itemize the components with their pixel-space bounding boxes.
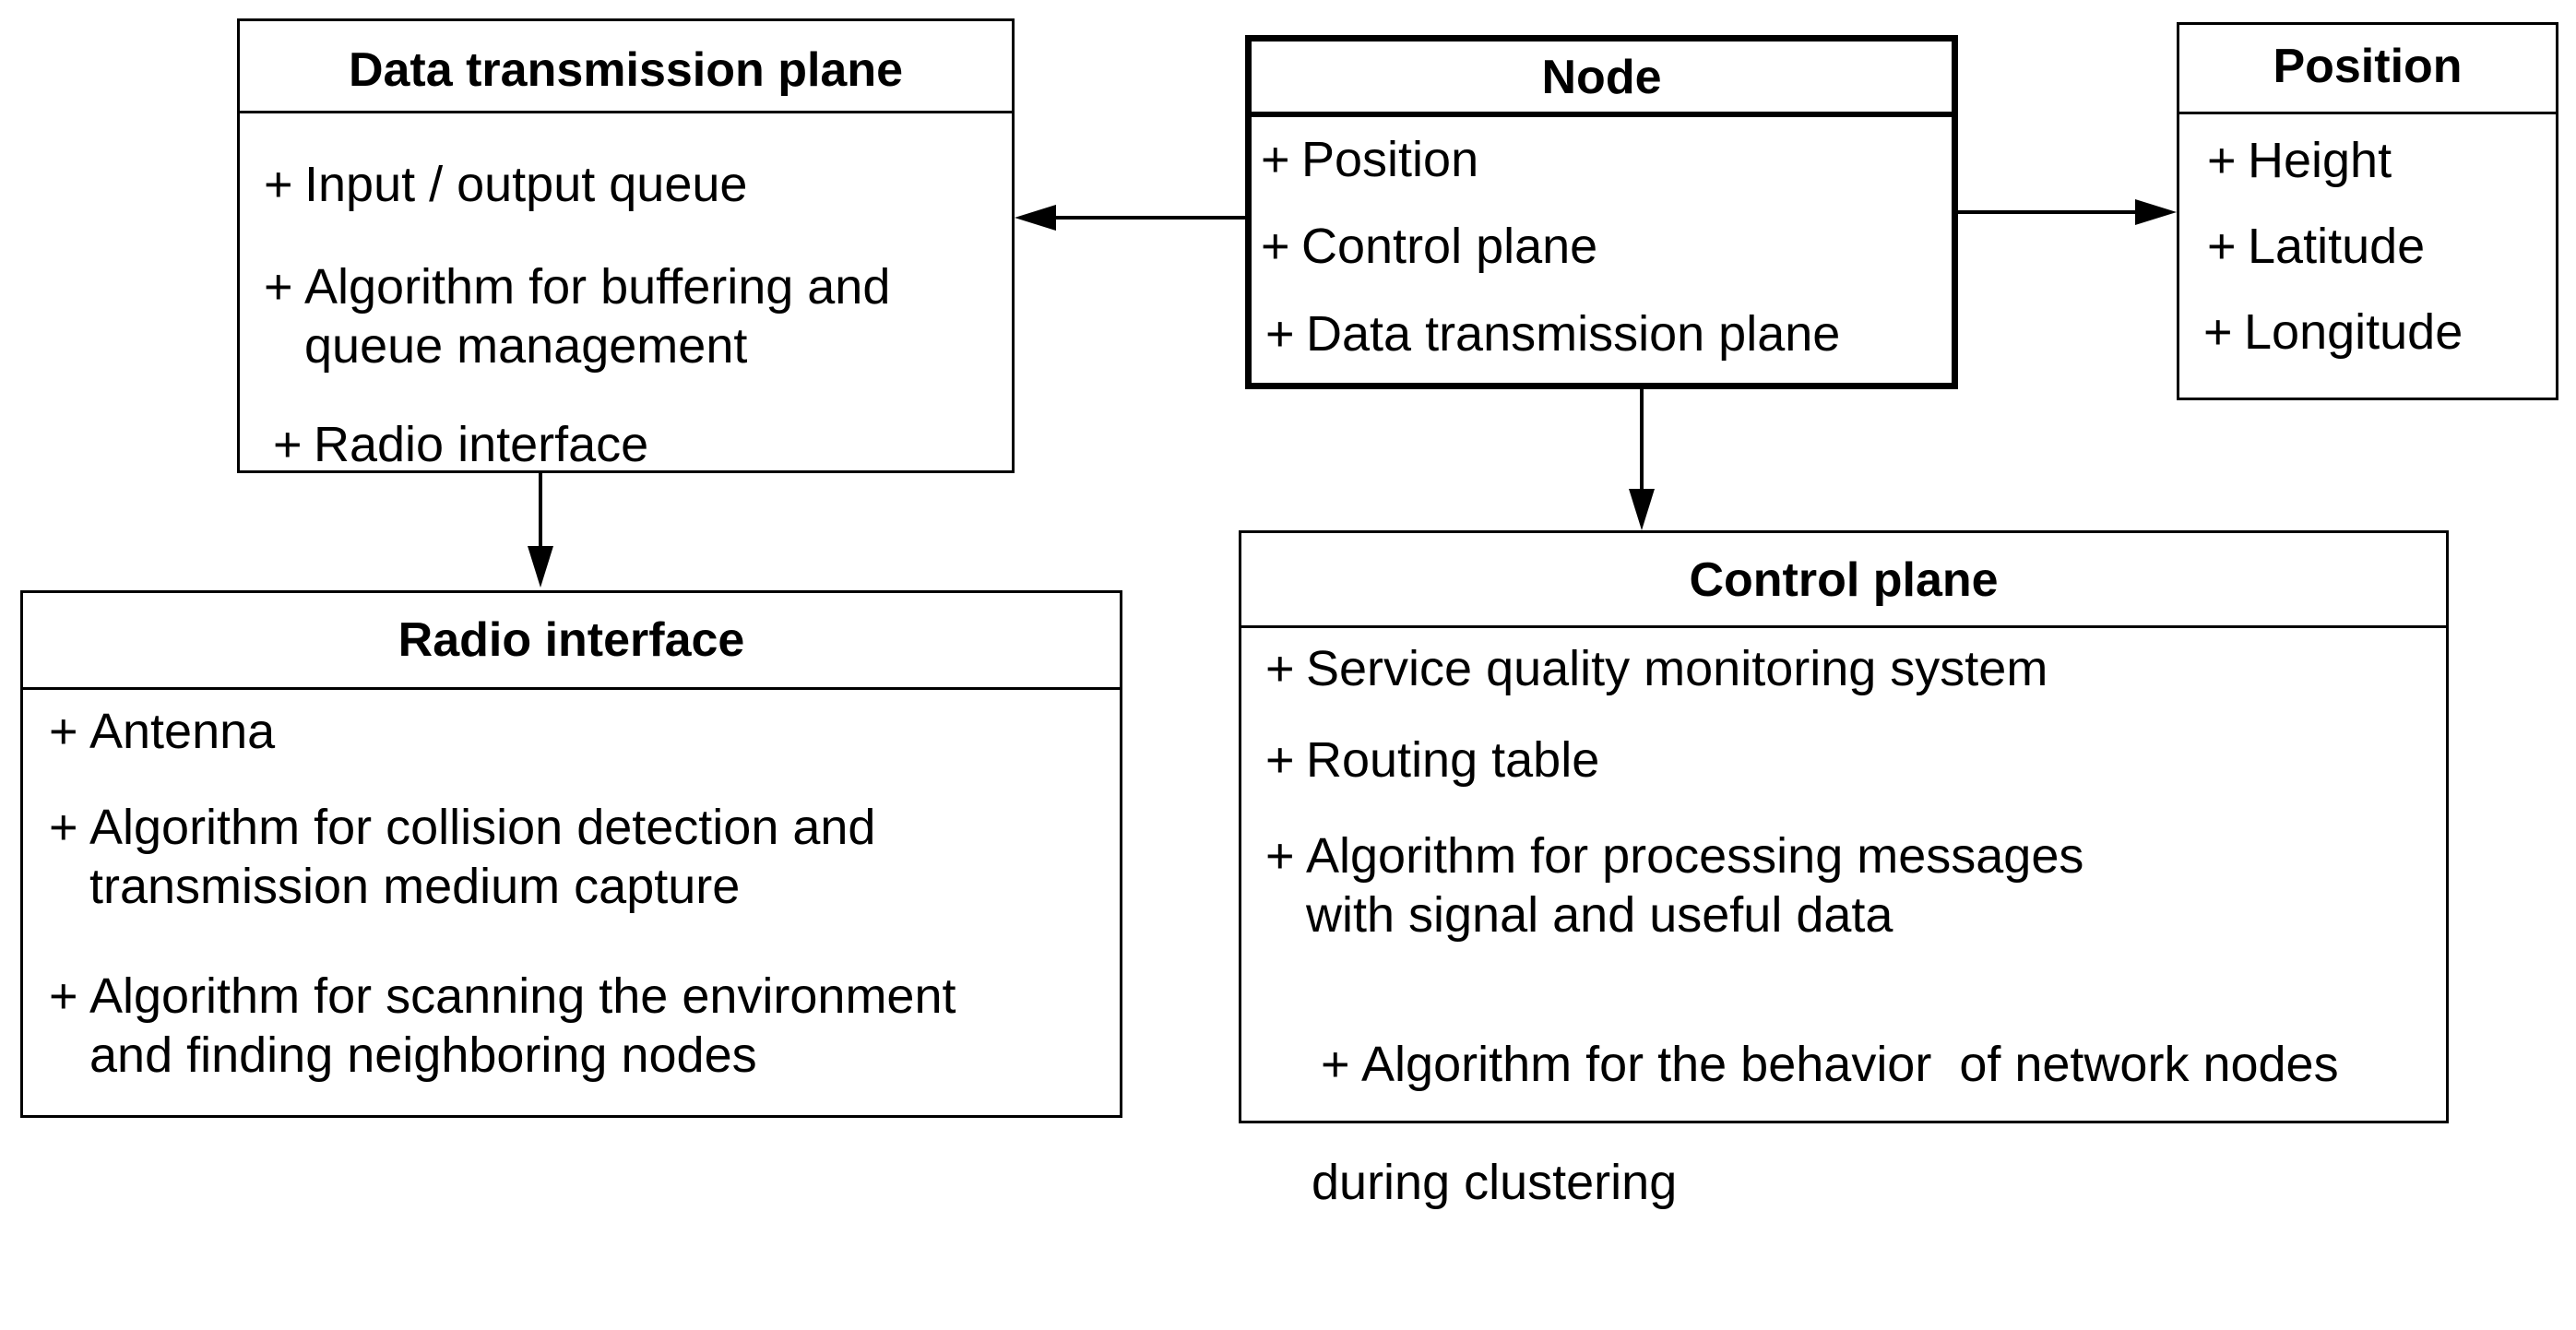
arrow-node-to-control-plane <box>1629 389 1655 530</box>
data-plane-attr-input-output-queue: +Input / output queue <box>264 157 748 212</box>
radio-interface-title: Radio interface <box>398 613 745 667</box>
arrow-data-plane-to-radio-interface <box>528 473 553 588</box>
arrow-node-to-position <box>1958 199 2177 225</box>
radio-attr-environment-scanning: +Algorithm for scanning the environment … <box>49 968 956 1083</box>
node-attr-data-transmission-plane: +Data transmission plane <box>1265 306 1841 362</box>
control-attr-clustering-behavior: +Algorithm for the behavior of network n… <box>1312 1037 2339 1210</box>
radio-interface-box: Radio interface +Antenna +Algorithm for … <box>20 590 1122 1118</box>
control-attr-message-processing: +Algorithm for processing messages with … <box>1265 828 2084 943</box>
data-transmission-plane-divider <box>240 111 1012 113</box>
node-attr-position: +Position <box>1261 132 1479 187</box>
control-attr-routing-table: +Routing table <box>1265 732 1600 788</box>
position-attr-longitude: +Longitude <box>2203 304 2463 360</box>
position-title: Position <box>2273 40 2463 93</box>
radio-interface-divider <box>23 687 1120 690</box>
position-divider <box>2179 112 2556 114</box>
position-attr-height: +Height <box>2207 133 2392 188</box>
data-transmission-plane-title: Data transmission plane <box>348 43 904 97</box>
control-attr-service-quality: +Service quality monitoring system <box>1265 641 2048 696</box>
radio-attr-collision-detection: +Algorithm for collision detection and t… <box>49 800 876 914</box>
arrow-node-to-data-plane <box>1015 205 1245 231</box>
node-box: Node +Position +Control plane +Data tran… <box>1245 35 1958 389</box>
node-title: Node <box>1541 51 1662 104</box>
data-plane-attr-radio-interface: +Radio interface <box>273 417 649 472</box>
data-transmission-plane-box: Data transmission plane +Input / output … <box>237 18 1015 473</box>
position-attr-latitude: +Latitude <box>2207 219 2426 274</box>
connectors <box>528 199 2177 588</box>
node-divider <box>1252 112 1952 117</box>
data-plane-attr-buffering-algorithm: +Algorithm for buffering and queue manag… <box>264 259 891 374</box>
radio-attr-antenna: +Antenna <box>49 704 276 759</box>
control-plane-box: Control plane +Service quality monitorin… <box>1239 530 2449 1210</box>
control-plane-title: Control plane <box>1689 553 1999 607</box>
control-plane-divider <box>1241 625 2446 628</box>
node-attr-control-plane: +Control plane <box>1261 219 1598 274</box>
position-box: Position +Height +Latitude +Longitude <box>2177 22 2558 400</box>
